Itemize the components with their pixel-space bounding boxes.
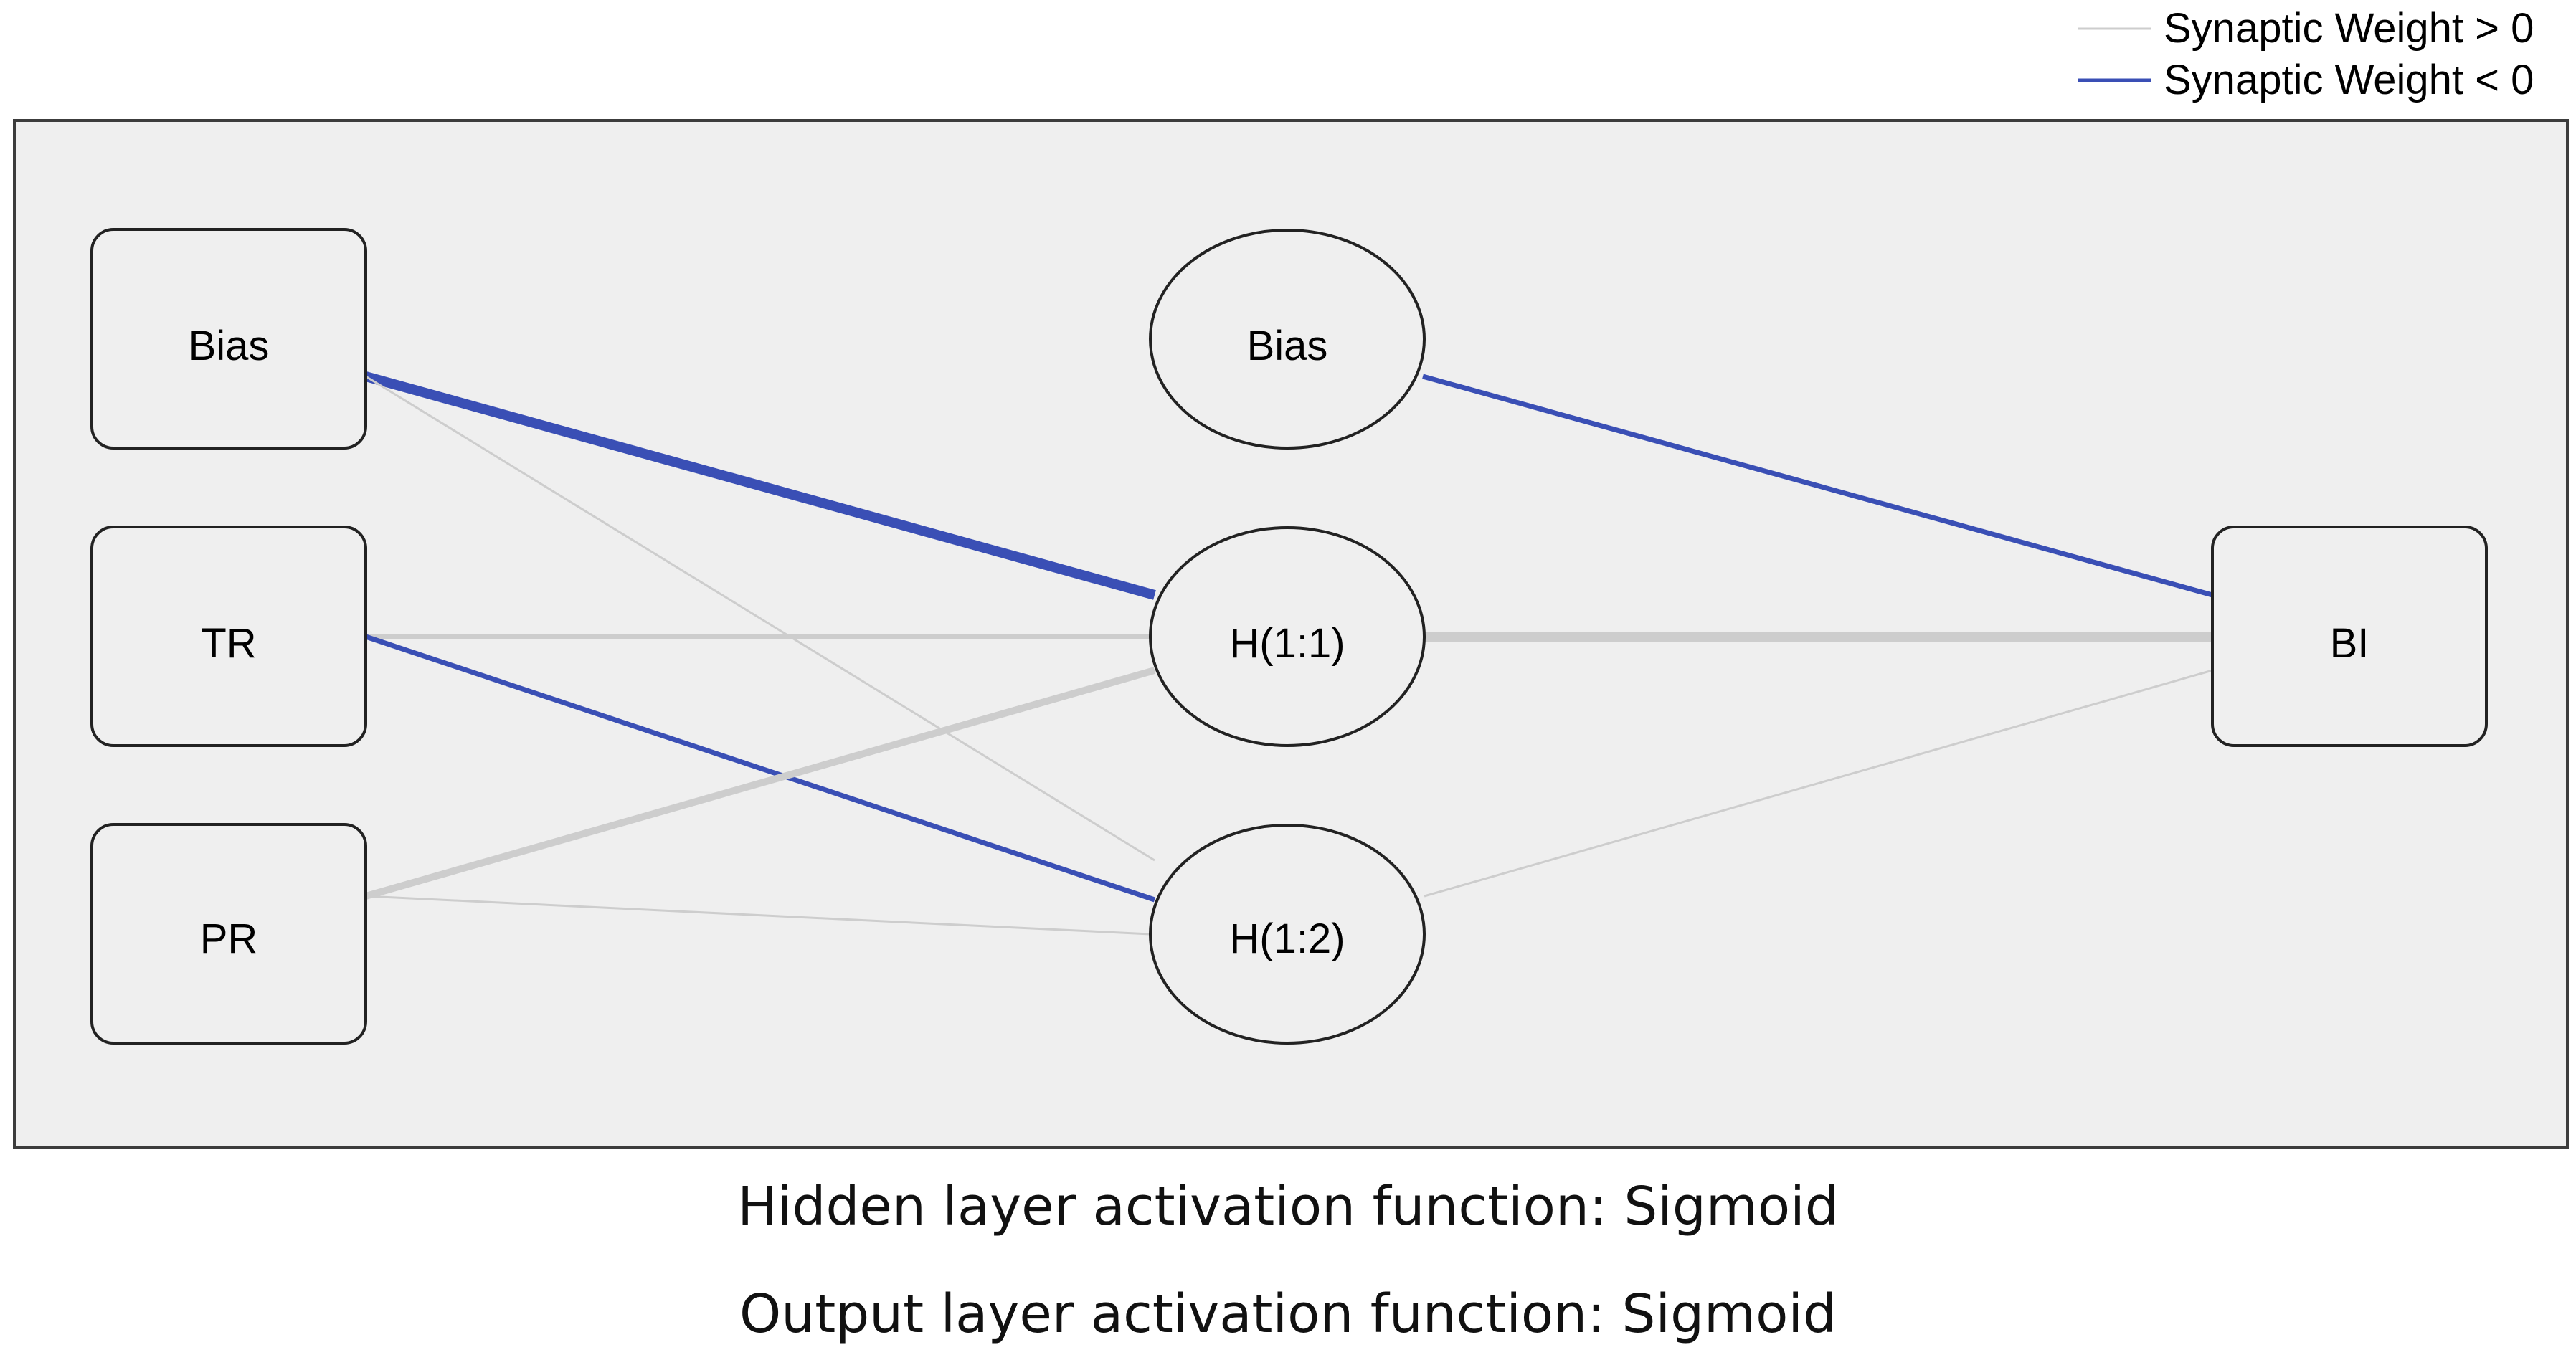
hidden-node-h11: H(1:1) bbox=[1149, 526, 1426, 747]
output-layer: BI bbox=[2211, 526, 2488, 747]
output-node-bi-label: BI bbox=[2330, 620, 2369, 667]
connection-hid-bias-to-out-bi bbox=[1422, 374, 2213, 598]
input-node-tr-label: TR bbox=[201, 620, 256, 667]
input-node-tr: TR bbox=[90, 526, 367, 747]
connection-h12-to-out-bi bbox=[1424, 669, 2213, 898]
legend-negative-label: Synaptic Weight < 0 bbox=[2164, 57, 2534, 103]
input-node-pr: PR bbox=[90, 823, 367, 1045]
legend-positive-label: Synaptic Weight > 0 bbox=[2164, 5, 2534, 52]
input-node-bias: Bias bbox=[90, 228, 367, 450]
network-diagram: Synaptic Weight > 0 Synaptic Weight < 0 … bbox=[13, 5, 2569, 1149]
connection-in-bias-to-h12 bbox=[365, 375, 1155, 862]
input-layer: Bias TR PR bbox=[90, 228, 367, 1045]
hidden-node-h12: H(1:2) bbox=[1149, 824, 1426, 1045]
hidden-activation-caption: Hidden layer activation function: Sigmoi… bbox=[737, 1176, 1839, 1237]
input-node-bias-label: Bias bbox=[189, 323, 270, 369]
legend: Synaptic Weight > 0 Synaptic Weight < 0 bbox=[2078, 5, 2534, 103]
output-activation-caption: Output layer activation function: Sigmoi… bbox=[739, 1283, 1837, 1345]
hidden-node-bias: Bias bbox=[1149, 229, 1426, 450]
connection-in-pr-to-h11 bbox=[364, 667, 1156, 900]
hidden-node-h12-label: H(1:2) bbox=[1229, 916, 1345, 962]
connection-in-bias-to-h11 bbox=[364, 371, 1156, 600]
input-node-pr-label: PR bbox=[200, 916, 258, 962]
connection-in-tr-to-h12 bbox=[364, 634, 1156, 903]
hidden-layer: Bias H(1:1) H(1:2) bbox=[1149, 229, 1426, 1045]
hidden-node-h11-label: H(1:1) bbox=[1229, 620, 1345, 667]
connection-in-pr-to-h12 bbox=[365, 895, 1151, 936]
output-node-bi: BI bbox=[2211, 526, 2488, 747]
hidden-node-bias-label: Bias bbox=[1247, 323, 1328, 369]
connections-group bbox=[364, 371, 2213, 936]
